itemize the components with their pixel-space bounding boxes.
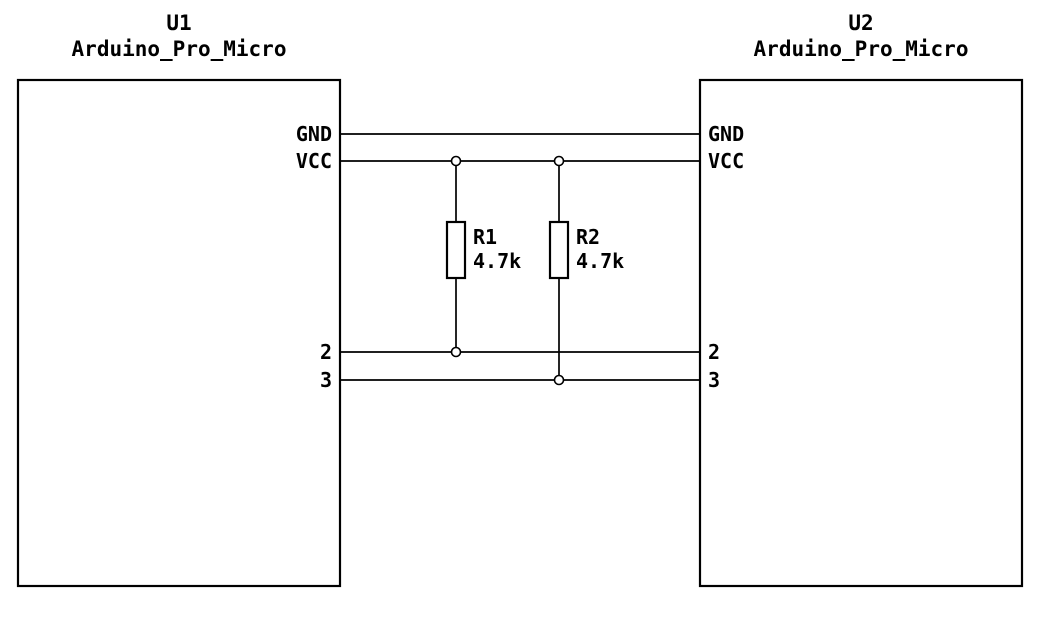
resistor-r1[interactable]: R1 4.7k — [445, 161, 521, 352]
component-u1-pin-vcc-label: VCC — [296, 149, 332, 173]
resistor-r2-ref: R2 — [576, 225, 600, 249]
component-u1-body[interactable] — [16, 78, 342, 588]
component-u1-pin-gnd-label: GND — [296, 122, 332, 146]
component-u2-pin-3-label: 3 — [708, 368, 720, 392]
component-u1-pin-2-label: 2 — [320, 340, 332, 364]
component-u2-pin-2-label: 2 — [708, 340, 720, 364]
resistor-r2[interactable]: R2 4.7k — [548, 161, 624, 380]
component-u2-value: Arduino_Pro_Micro — [754, 37, 969, 61]
resistor-r1-value: 4.7k — [473, 249, 521, 273]
resistor-r2-body[interactable] — [548, 220, 570, 280]
junction-dot-r2-vcc — [553, 155, 565, 167]
component-u1-pin-3-label: 3 — [320, 368, 332, 392]
junction-dot-r1-pin2 — [450, 346, 462, 358]
component-u2-ref: U2 — [848, 11, 873, 35]
resistor-r2-value: 4.7k — [576, 249, 624, 273]
component-u1-ref: U1 — [166, 11, 191, 35]
junction-dot-r1-vcc — [450, 155, 462, 167]
component-u2-pin-gnd-label: GND — [708, 122, 744, 146]
junction-dot-r2-pin3 — [553, 374, 565, 386]
resistor-r1-body[interactable] — [445, 220, 467, 280]
component-u1[interactable]: U1 Arduino_Pro_Micro GND VCC 2 3 — [16, 11, 342, 588]
resistor-r1-ref: R1 — [473, 225, 497, 249]
component-u2-pin-vcc-label: VCC — [708, 149, 744, 173]
component-u1-value: Arduino_Pro_Micro — [72, 37, 287, 61]
component-u2[interactable]: U2 Arduino_Pro_Micro GND VCC 2 3 — [698, 11, 1024, 588]
component-u2-body[interactable] — [698, 78, 1024, 588]
